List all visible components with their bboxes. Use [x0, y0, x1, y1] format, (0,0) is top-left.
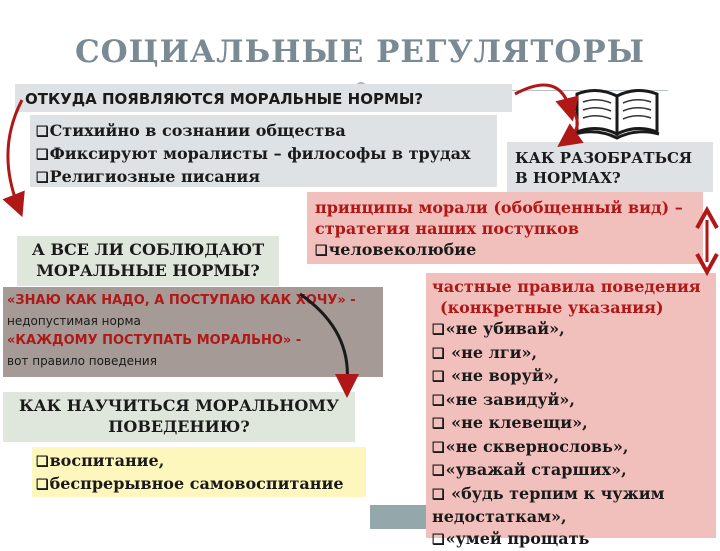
curved-arrow-to-question	[566, 102, 577, 140]
curved-arrow-to-book	[515, 85, 570, 110]
double-arrow	[697, 210, 717, 272]
curved-arrow-left	[8, 100, 22, 206]
curved-arrow-to-learning	[300, 294, 347, 384]
